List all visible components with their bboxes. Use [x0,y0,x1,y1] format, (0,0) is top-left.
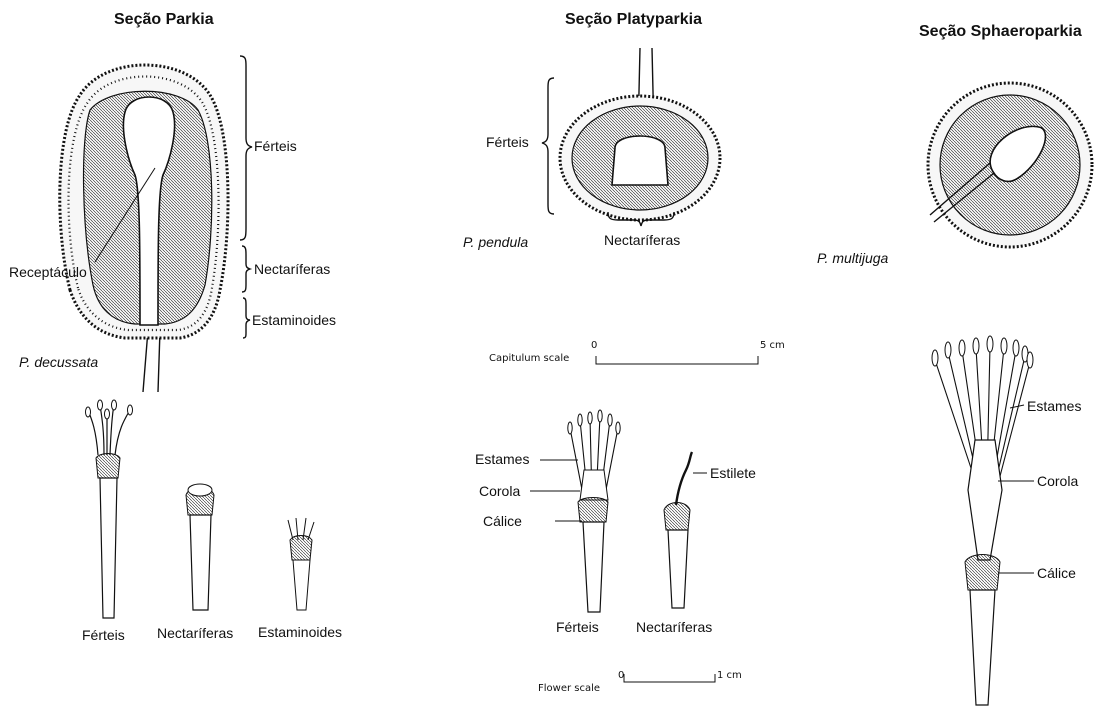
species-pendula: P. pendula [463,235,528,249]
platy-label-ferteis: Férteis [486,135,529,149]
flower-scale-zero: 0 [618,671,624,681]
section-platyparkia-title: Seção Platyparkia [565,12,702,28]
capitulum-scale-max: 5 cm [760,341,785,351]
platy-label-nectariferas: Nectaríferas [604,233,680,247]
bracket-platy-ferteis [542,78,554,214]
label-estaminoides: Estaminoides [252,313,336,327]
species-decussata: P. decussata [19,355,98,369]
platy-flower-label-nectariferas: Nectaríferas [636,620,712,634]
bracket-estaminoides [243,298,250,338]
label-ferteis: Férteis [254,139,297,153]
parkia-capitulum [60,65,228,392]
platyparkia-flower-nectarifera [664,452,692,608]
flower-label-nectariferas: Nectaríferas [157,626,233,640]
label-receptaculo: Receptáculo [9,265,87,279]
flower-scale-max: 1 cm [717,671,742,681]
capitulum-scale-bar [596,356,758,364]
platy-label-calice: Cálice [483,514,522,528]
label-nectariferas: Nectaríferas [254,262,330,276]
flower-scale-bar [624,674,715,682]
capitulum-scale-label: Capitulum scale [489,354,569,364]
section-parkia-title: Seção Parkia [114,12,214,28]
sph-estames-leader [1010,405,1024,408]
sph-label-corola: Corola [1037,474,1078,488]
platy-label-estames: Estames [475,452,529,466]
platy-flower-label-ferteis: Férteis [556,620,599,634]
platy-label-corola: Corola [479,484,520,498]
platy-label-estilete: Estilete [710,466,756,480]
sphaeroparkia-flower [932,336,1033,705]
sphaeroparkia-capitulum [928,83,1092,247]
bracket-ferteis [240,56,252,240]
sph-label-estames: Estames [1027,399,1081,413]
flower-scale-label: Flower scale [538,684,600,694]
species-multijuga: P. multijuga [817,251,888,265]
parkia-flower-nectarifera [186,484,214,610]
platyparkia-capitulum [560,48,720,220]
capitulum-scale-zero: 0 [591,341,597,351]
parkia-flower-estaminoide [288,518,314,610]
bracket-nectariferas [242,246,250,292]
flower-label-ferteis: Férteis [82,628,125,642]
section-sphaeroparkia-title: Seção Sphaeroparkia [919,24,1082,40]
flower-label-estaminoides: Estaminoides [258,625,342,639]
parkia-flower-fertil [86,400,133,618]
sph-label-calice: Cálice [1037,566,1076,580]
platyparkia-flower-fertil [568,410,620,612]
